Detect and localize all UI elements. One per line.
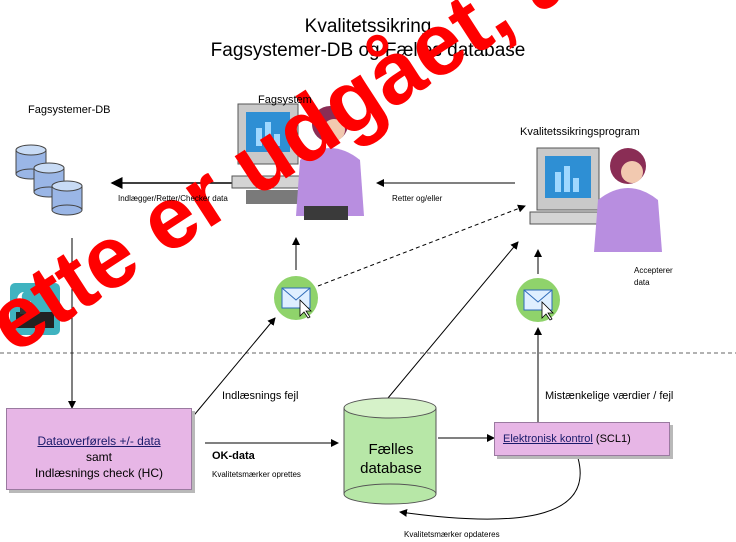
label-kvalitetsmaerker-opdateres: Kvalitetsmærker opdateres [404, 530, 500, 539]
label-kvalitetsmaerker-oprettes: Kvalitetsmærker oprettes [212, 470, 301, 479]
label-mistaenkelige: Mistænkelige værdier / fejl [545, 390, 674, 402]
faelles-line-2: database [360, 460, 422, 477]
dataoverfoersel-samt: samt [85, 450, 112, 464]
label-data: data [634, 278, 650, 287]
elektronisk-kontrol-link[interactable]: Elektronisk kontrol [503, 433, 593, 445]
label-ok-data: OK-data [212, 450, 255, 462]
elektronisk-kontrol-box: Elektronisk kontrol (SCL1) [494, 422, 670, 456]
mail-envelope-icon-right [516, 278, 560, 322]
faelles-database-label: Fælles database [352, 440, 430, 478]
night-batch-icon [10, 283, 60, 335]
kvalitetssikring-user-icon [529, 147, 662, 252]
label-indlaegger: Indlægger/Retter/Checker data [118, 194, 228, 203]
mail-envelope-icon [274, 276, 318, 320]
title-line-1: Kvalitetssikring [304, 16, 432, 37]
dataoverfoersel-box: Dataoverførels +/- data samt Indlæsnings… [6, 408, 192, 490]
dataoverfoersel-link[interactable]: Dataoverførels +/- data [37, 434, 161, 448]
faelles-database-cylinder [343, 397, 437, 505]
database-stack-icon [15, 144, 83, 216]
dataoverfoersel-check: Indlæsnings check (HC) [34, 466, 164, 480]
fagsystem-user-icon [231, 103, 364, 220]
title-line-2: Fagsystemer-DB og Fælles database [210, 40, 526, 61]
elektronisk-kontrol-suffix: (SCL1) [592, 433, 631, 445]
faelles-line-1: Fælles [368, 441, 414, 458]
label-accepterer: Accepterer [634, 266, 673, 275]
label-indlaesnings-fejl: Indlæsnings fejl [222, 390, 299, 402]
label-fagsystem: Fagsystem [258, 94, 312, 106]
label-fagsystemer-db: Fagsystemer-DB [28, 104, 111, 116]
label-kvalitetssikringsprogram: Kvalitetssikringsprogram [520, 126, 640, 138]
label-retter: Retter og/eller [392, 194, 443, 203]
